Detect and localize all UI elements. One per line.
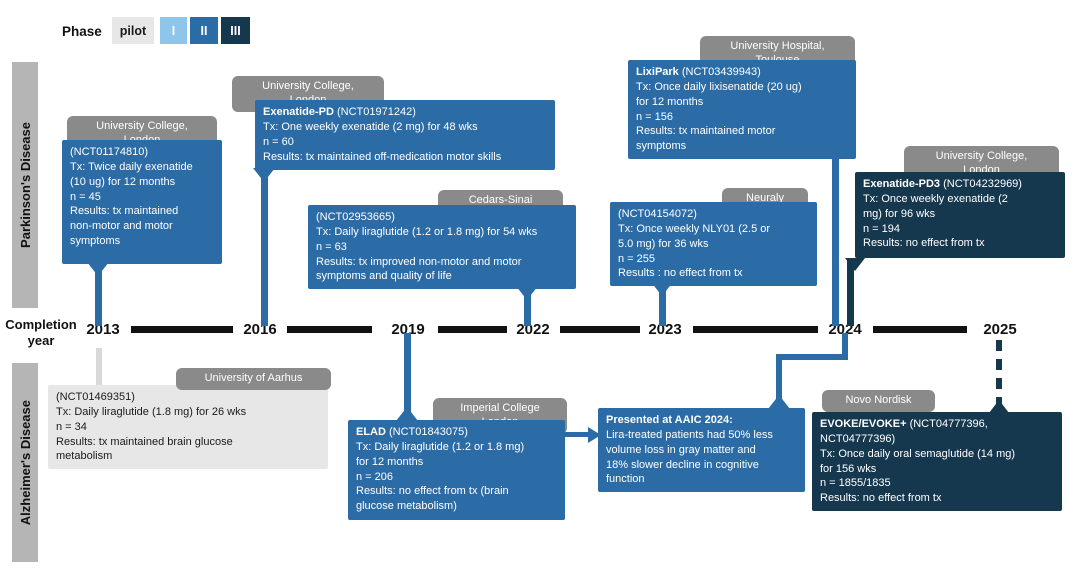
connector-2016-up — [261, 168, 268, 326]
trial-details: Tx: Daily liraglutide (1.8 mg) for 26 wk… — [56, 405, 247, 463]
alzheimers-rail-label: Alzheimer's Disease — [17, 399, 33, 526]
connector-2024-up-lixipark — [832, 153, 839, 326]
connector-2013-down — [96, 348, 102, 386]
tail-nct01174810-icon — [87, 262, 109, 276]
trial-title: Presented at AAIC 2024: — [606, 414, 733, 426]
trial-card-nct02953665: (NCT02953665) Tx: Daily liraglutide (1.2… — [308, 205, 576, 290]
trial-card-evoke: EVOKE/EVOKE+ (NCT04777396, NCT04777396) … — [812, 412, 1062, 512]
connector-2023-up — [659, 284, 666, 326]
trial-title: LixiPark (NCT03439943) — [636, 66, 761, 78]
elad-to-aaic-arrow-line — [565, 432, 591, 437]
trial-card-lixipark: LixiPark (NCT03439943) Tx: Once daily li… — [628, 60, 856, 160]
axis-label: Completion year — [5, 317, 77, 348]
trial-card-exenatide-pd3: Exenatide-PD3 (NCT04232969) Tx: Once wee… — [855, 172, 1065, 258]
year-2019: 2019 — [391, 321, 425, 338]
connector-2025-dashed — [996, 340, 1002, 412]
parkinsons-rail: Parkinson's Disease — [12, 62, 38, 308]
connector-2022-up — [524, 288, 531, 326]
phase-chip-3: III — [221, 17, 250, 44]
connector-2013-up — [95, 264, 102, 326]
year-2022: 2022 — [516, 321, 550, 338]
tail-exenatide-pd3-icon — [845, 258, 865, 271]
trial-card-exenatide-pd: Exenatide-PD (NCT01971242) Tx: One weekl… — [255, 100, 555, 170]
trial-card-nct01469351: (NCT01469351) Tx: Daily liraglutide (1.8… — [48, 385, 328, 470]
trial-card-aaic-2024: Presented at AAIC 2024: Lira-treated pat… — [598, 408, 805, 493]
alzheimers-rail: Alzheimer's Disease — [12, 363, 38, 562]
timeline-segment — [131, 326, 233, 333]
trial-card-elad: ELAD (NCT01843075) Tx: Daily liraglutide… — [348, 420, 565, 520]
phase-chip-pilot: pilot — [112, 17, 154, 44]
timeline-segment — [873, 326, 967, 333]
connector-2024-up-exenatide-pd3 — [847, 258, 854, 326]
tail-nct02953665-icon — [516, 286, 538, 300]
elad-to-aaic-arrowhead-icon — [588, 427, 601, 443]
parkinsons-rail-label: Parkinson's Disease — [17, 122, 33, 248]
trial-title: Exenatide-PD3 (NCT04232969) — [863, 178, 1022, 190]
connector-2024-elbow-v1 — [842, 333, 848, 360]
trial-title: (NCT02953665) — [316, 211, 395, 223]
trial-details: Tx: Once weekly NLY01 (2.5 or 5.0 mg) fo… — [618, 222, 771, 280]
connector-2019-down — [404, 333, 411, 413]
year-2016: 2016 — [243, 321, 277, 338]
trial-details: Lira-treated patients had 50% less volum… — [606, 428, 773, 486]
timeline-segment — [438, 326, 507, 333]
trial-details: Tx: Daily liraglutide (1.2 or 1.8 mg) fo… — [316, 225, 538, 283]
timeline-segment — [693, 326, 818, 333]
trial-title: ELAD (NCT01843075) — [356, 426, 468, 438]
trial-title: EVOKE/EVOKE+ (NCT04777396, NCT04777396) — [820, 418, 988, 445]
trial-details: Tx: Twice daily exenatide (10 ug) for 12… — [70, 160, 193, 248]
connector-2024-elbow-h — [776, 354, 848, 360]
trial-title: (NCT01174810) — [70, 146, 149, 158]
trial-details: Tx: Once daily lixisenatide (20 ug) for … — [636, 80, 802, 153]
trial-details: Tx: One weekly exenatide (2 mg) for 48 w… — [263, 120, 502, 163]
trial-title: Exenatide-PD (NCT01971242) — [263, 106, 416, 118]
connector-2024-elbow-v2 — [776, 354, 782, 410]
trial-title: (NCT01469351) — [56, 391, 135, 403]
phase-chip-2: II — [190, 17, 218, 44]
trial-details: Tx: Once daily oral semaglutide (14 mg) … — [820, 447, 1016, 505]
phase-legend-title: Phase — [62, 24, 102, 39]
trial-details: Tx: Once weekly exenatide (2 mg) for 96 … — [863, 192, 1008, 250]
phase-chip-1: I — [160, 17, 187, 44]
institution-tab-novo-nordisk: Novo Nordisk — [822, 390, 935, 412]
trial-card-nct01174810: (NCT01174810) Tx: Twice daily exenatide … — [62, 140, 222, 264]
year-2013: 2013 — [86, 321, 120, 338]
trial-title: (NCT04154072) — [618, 208, 697, 220]
trial-details: Tx: Daily liraglutide (1.2 or 1.8 mg) fo… — [356, 440, 525, 513]
tip-aaic-icon — [768, 395, 790, 409]
year-2023: 2023 — [648, 321, 682, 338]
tail-nct04154072-icon — [651, 282, 673, 296]
timeline-segment — [287, 326, 372, 333]
trial-card-nct04154072: (NCT04154072) Tx: Once weekly NLY01 (2.5… — [610, 202, 817, 287]
year-2025: 2025 — [983, 321, 1017, 338]
timeline-segment — [560, 326, 640, 333]
institution-tab-aarhus: University of Aarhus — [176, 368, 331, 390]
tip-evoke-icon — [989, 400, 1009, 413]
tail-exenatide-pd-icon — [253, 168, 275, 182]
tip-elad-icon — [396, 407, 418, 421]
